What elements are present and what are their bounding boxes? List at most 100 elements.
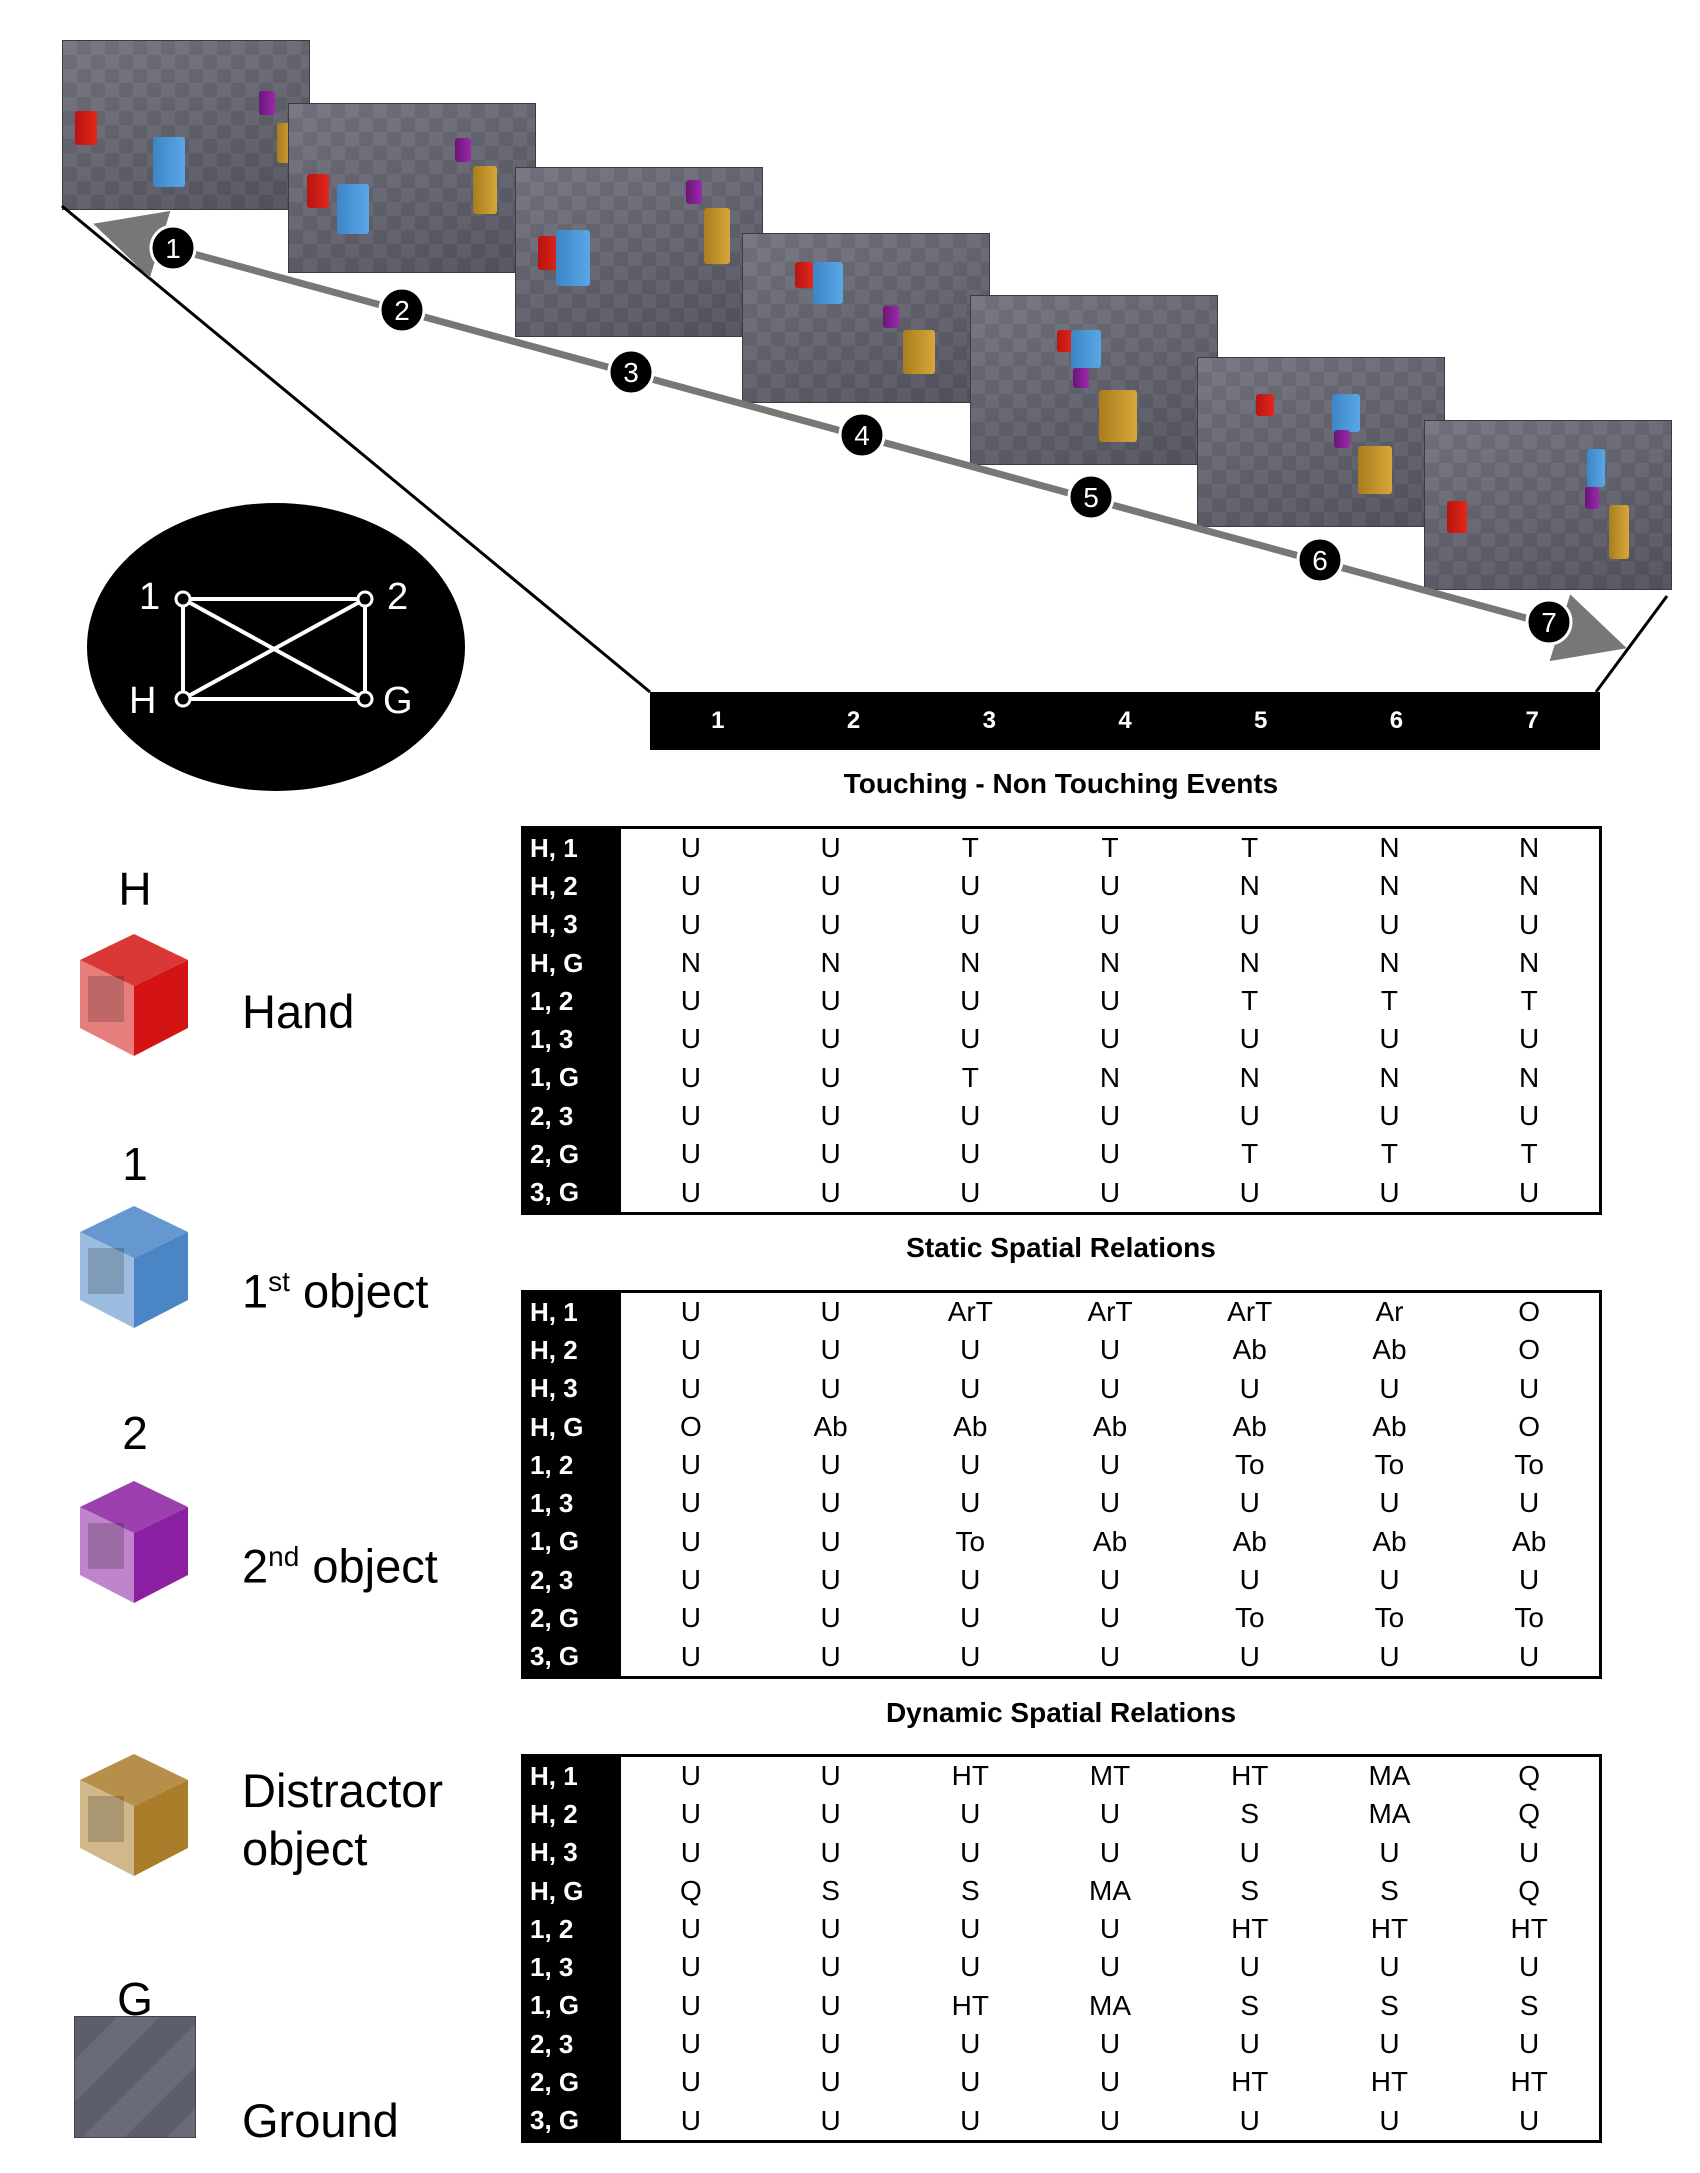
table-cell: U (820, 1951, 841, 1983)
table-cell: MA (1368, 1760, 1411, 1791)
table-cell: U (1519, 1372, 1540, 1404)
table-cell: To (1514, 1449, 1544, 1481)
row-label: H, G (524, 1407, 621, 1447)
table-cell: HT (1231, 1913, 1269, 1945)
table-cell: U (820, 1372, 841, 1404)
table-cell: Q (1518, 1760, 1541, 1791)
graph-node-h: H (129, 680, 156, 722)
zoom-line-right (1594, 595, 1669, 693)
table-cell: U (1519, 1951, 1540, 1983)
table-cell: U (1379, 1176, 1400, 1208)
table-cell: U (820, 832, 841, 863)
table-cell: U (960, 1913, 981, 1945)
table-cell: O (1518, 1296, 1541, 1327)
timeline-marker-3: 3 (607, 348, 655, 396)
table-cell: U (1099, 1602, 1121, 1634)
table-cell: To (1234, 1449, 1265, 1481)
svg-text:3: 3 (623, 357, 639, 388)
row-label: H, 2 (524, 1331, 621, 1370)
table-cell: T (1380, 985, 1398, 1017)
table-cell: U (680, 1640, 701, 1672)
table-cell: U (1379, 1836, 1400, 1868)
row-label: 3, G (524, 2101, 621, 2140)
table-cell: U (960, 1372, 981, 1404)
table-cell: To (1234, 1602, 1265, 1634)
table-cell: T (1241, 832, 1259, 863)
table-cell: U (680, 1760, 701, 1791)
table-cell: U (680, 1296, 701, 1327)
row-label: 3, G (524, 1637, 621, 1676)
table-cell: U (1239, 908, 1260, 940)
table-cell: Ab (1372, 1525, 1407, 1557)
scene-frame-2 (288, 103, 536, 273)
red-block (795, 262, 813, 288)
row-label: 2, G (524, 1599, 621, 1638)
table-cell: U (680, 870, 701, 902)
table-cell: N (1379, 832, 1400, 863)
table-cell: N (1519, 946, 1540, 978)
relation-graph-panel: 1 2 H G (87, 503, 465, 791)
table-cell: U (1379, 1100, 1400, 1132)
table-cell: O (1518, 1334, 1541, 1366)
table-cell: U (1099, 985, 1121, 1017)
table-cell: U (680, 1798, 701, 1830)
table-cell: Ar (1375, 1296, 1404, 1327)
table-cell: U (960, 1334, 981, 1366)
table-cell: Ab (1232, 1334, 1267, 1366)
table-cell: U (680, 2066, 701, 2098)
table-cell: HT (1231, 1760, 1269, 1791)
table-cell: U (1099, 2066, 1121, 2098)
table-cell: U (960, 1564, 981, 1596)
table-cell: ArT (1227, 1296, 1273, 1327)
table-cell: U (1099, 1449, 1121, 1481)
scene-frame-7 (1424, 420, 1672, 590)
table-cell: U (820, 2066, 841, 2098)
table-cell: Ab (813, 1410, 848, 1442)
row-label: H, 2 (524, 867, 621, 906)
table-cell: T (1380, 1138, 1398, 1170)
graph-node-g: G (383, 680, 413, 722)
table-cell: U (1379, 1023, 1400, 1055)
purple-block (1334, 430, 1350, 448)
scene-frame-1 (62, 40, 310, 210)
table-cell: U (1239, 2028, 1260, 2060)
table-cell: S (1380, 1989, 1399, 2021)
step-header-4: 4 (1118, 707, 1132, 734)
table-cell: U (1099, 870, 1121, 902)
table-cell: U (1239, 2104, 1260, 2136)
table-cell: U (680, 1176, 701, 1208)
table-cell: U (1379, 2104, 1400, 2136)
graph-node-2: 2 (387, 576, 408, 618)
legend-label-3: Distractor object (242, 1764, 444, 1875)
table-cell: Q (1518, 1798, 1541, 1830)
table-cell: U (1379, 1564, 1400, 1596)
step-header-2: 2 (846, 707, 861, 734)
step-header-3: 3 (982, 707, 996, 734)
table-cell: U (960, 1023, 981, 1055)
table-cell: U (820, 1487, 841, 1519)
row-label: 1, 2 (524, 1446, 621, 1485)
table-cell: ArT (1087, 1296, 1133, 1327)
table-cell: HT (951, 1989, 989, 2021)
table-cell: U (680, 1525, 701, 1557)
legend-label-4: Ground (242, 2094, 399, 2147)
table-cell: U (680, 1449, 701, 1481)
table-cell: U (680, 1951, 701, 1983)
table-cell: U (820, 1023, 841, 1055)
table-cell: U (1099, 2028, 1121, 2060)
table-cell: U (820, 1798, 841, 1830)
table-cell: To (1374, 1449, 1405, 1481)
